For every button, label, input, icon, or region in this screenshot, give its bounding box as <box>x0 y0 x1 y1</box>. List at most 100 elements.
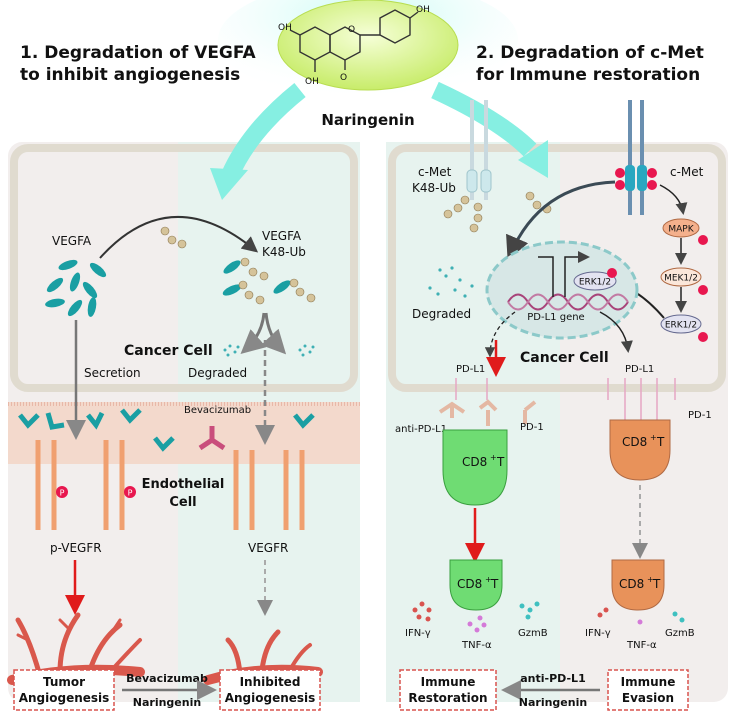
vegfr-receptors <box>35 440 305 530</box>
box-text: Inhibited <box>240 675 301 689</box>
phospho-label: P <box>60 489 65 498</box>
bevacizumab-antibody-label: Bevacizumab <box>184 405 251 416</box>
naringenin-structure: OH OH O O OH Naringenin <box>218 0 518 129</box>
phospho-icon <box>124 486 136 498</box>
cyan-arrow-left <box>221 82 306 179</box>
cmet-ub-label: c-Met <box>418 165 452 179</box>
tnf-alpha-label: TNF-α <box>461 640 492 651</box>
vegfr-label: VEGFR <box>248 541 288 555</box>
box-text: Immune <box>621 675 676 689</box>
degraded-cmet-fragments <box>428 266 474 298</box>
cmet-receptor <box>615 100 657 215</box>
endothelial-cell-label: Endothelial <box>142 477 225 492</box>
cd8-t: T <box>652 577 661 591</box>
erk-label: ERK1/2 <box>665 321 697 331</box>
gzmb-label-right: GzmB <box>665 628 695 639</box>
naringenin-label: Naringenin <box>321 111 414 129</box>
erk-label: ERK1/2 <box>579 278 611 288</box>
pd-l1-ligands <box>455 378 676 420</box>
degraded-fragments <box>223 344 315 357</box>
vegfa-ub-label-line2: K48-Ub <box>262 245 306 259</box>
vegfa-ub-label: VEGFA <box>262 229 302 243</box>
vegfa-label: VEGFA <box>52 234 92 248</box>
cancer-cell-membrane-right <box>388 144 726 392</box>
anti-pd-l1-label: anti-PD-L1 <box>395 424 447 435</box>
left-panel <box>8 142 360 702</box>
cd8-t: T <box>490 577 499 591</box>
box-text: Tumor <box>43 675 85 689</box>
mek-label: MEK1/2 <box>664 274 698 284</box>
degraded-label: Degraded <box>188 366 247 380</box>
treatment-label-right: Naringenin <box>519 696 587 709</box>
cancer-cell-label-right: Cancer Cell <box>520 350 609 366</box>
left-title-line2: to inhibit angiogenesis <box>20 65 240 85</box>
bevacizumab-antibody <box>198 426 226 451</box>
erk-node: ERK1/2 <box>660 314 708 342</box>
vegfa-molecules <box>45 259 107 317</box>
cytokines-evasion <box>597 607 685 625</box>
treatment-label: Bevacizumab <box>126 672 208 685</box>
left-title: 1. Degradation of VEGFA <box>20 43 257 63</box>
cd8-label: CD8 <box>462 455 487 469</box>
box-text: Angiogenesis <box>225 691 316 705</box>
endothelial-cell-label-line2: Cell <box>169 495 196 510</box>
immune-evasion-box: Immune Evasion <box>607 669 689 711</box>
cmet-ub-label-line2: K48-Ub <box>412 181 456 195</box>
cd8-label: CD8 <box>622 435 647 449</box>
o-label: O <box>340 73 347 83</box>
pd-1-label: PD-1 <box>520 422 544 433</box>
cd8-label: CD8 <box>619 577 644 591</box>
erk-nuclear: ERK1/2 <box>573 268 617 291</box>
nucleus <box>485 240 639 340</box>
ifn-gamma-label: IFN-γ <box>405 628 431 639</box>
mek-node: MEK1/2 <box>660 267 708 295</box>
cd8-sup: + <box>647 575 654 584</box>
p-vegfr-label: p-VEGFR <box>50 541 102 555</box>
inhibited-angiogenesis-box: Inhibited Angiogenesis <box>219 669 321 711</box>
tumor-angiogenesis-box: Tumor Angiogenesis <box>13 669 115 711</box>
immune-restoration-box: Immune Restoration <box>399 669 497 711</box>
cd8-t-cell-active: CD8 + T <box>442 429 508 506</box>
gzmb-label: GzmB <box>518 628 548 639</box>
cd8-t-cell-evasion: CD8 + T <box>611 559 665 611</box>
cmet-label: c-Met <box>670 165 704 179</box>
right-title-line2: for Immune restoration <box>476 65 700 85</box>
cd8-sup: + <box>485 575 492 584</box>
cd8-t-cell-exhausted: CD8 + T <box>609 419 671 481</box>
cd8-t: T <box>496 455 505 469</box>
vegfa-dimers <box>18 408 315 452</box>
ifn-gamma-label-right: IFN-γ <box>585 628 611 639</box>
vegfa-ubiquitinated <box>222 257 316 305</box>
box-text: Angiogenesis <box>19 691 110 705</box>
oh-label: OH <box>278 23 292 33</box>
cytokines-restored <box>412 601 540 633</box>
ubiquitination-arrow <box>99 216 259 259</box>
cd8-t-cell-restored: CD8 + T <box>449 559 503 611</box>
cancer-cell-label: Cancer Cell <box>124 343 213 359</box>
treatment-label-right: anti-PD-L1 <box>520 672 585 685</box>
oh-label: OH <box>416 5 430 15</box>
secretion-label: Secretion <box>84 366 141 380</box>
cd8-t: T <box>656 435 665 449</box>
pd-l1-gene-label: PD-L1 gene <box>527 312 584 323</box>
cyan-arrow-right <box>431 81 537 157</box>
box-text: Evasion <box>622 691 674 705</box>
degraded-label-right: Degraded <box>412 307 471 321</box>
right-title: 2. Degradation of c-Met <box>476 43 704 63</box>
phospho-icon <box>56 486 68 498</box>
mapk-label: MAPK <box>668 225 694 235</box>
cmet-ubiquitinated-receptor <box>443 100 552 233</box>
o-label: O <box>348 25 355 35</box>
pd-l1-label-right: PD-L1 <box>625 364 654 375</box>
anti-pd-l1-antibodies <box>438 399 537 426</box>
pd-1-label-right: PD-1 <box>688 410 712 421</box>
tnf-alpha-label-right: TNF-α <box>626 640 657 651</box>
cd8-sup: + <box>650 433 657 442</box>
box-text: Immune <box>421 675 476 689</box>
mapk-node: MAPK <box>662 218 708 245</box>
treatment-label: Naringenin <box>133 696 201 709</box>
ub-chain <box>160 226 187 249</box>
box-text: Restoration <box>408 691 487 705</box>
cd8-sup: + <box>490 453 497 462</box>
